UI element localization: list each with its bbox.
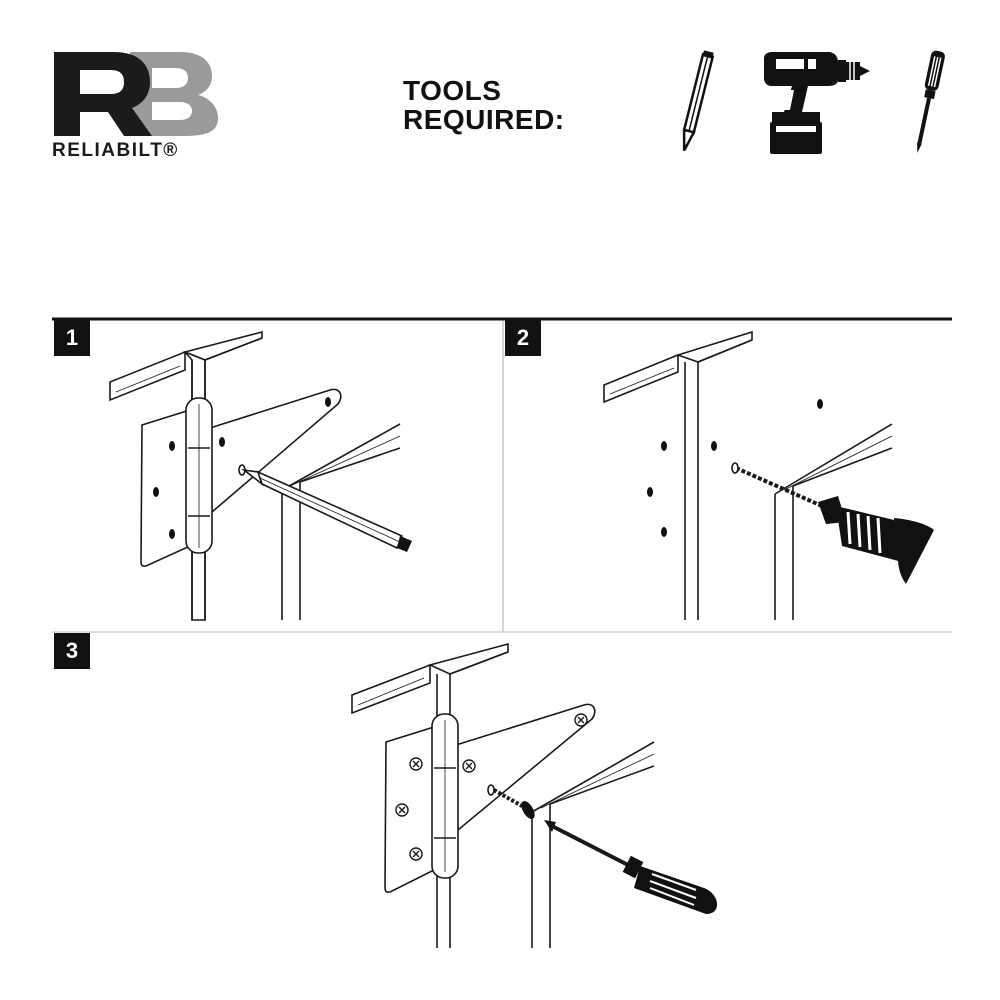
brand-logo: [52, 50, 222, 162]
step1-tee-hinge: [140, 388, 342, 567]
screwdriver-icon: [908, 48, 948, 158]
tools-title-line1: TOOLS: [403, 75, 502, 106]
tools-required-title: TOOLS REQUIRED:: [403, 76, 565, 134]
step3-tee-hinge: [384, 703, 596, 893]
step-badge-1: 1: [54, 320, 90, 356]
step2-gate: [774, 423, 893, 620]
step3-installed-screws: [395, 713, 588, 861]
step2-post: [603, 330, 753, 620]
brand-name: RELIABILT®: [52, 140, 179, 161]
tools-title-line2: REQUIRED:: [403, 104, 565, 135]
step3-screw: [493, 788, 535, 820]
pencil-icon: [676, 48, 716, 158]
step2-pilot-holes: [647, 399, 823, 537]
cordless-drill-icon: [758, 50, 876, 156]
rb-logo-mark: [54, 52, 218, 136]
step1-pencil: [241, 468, 412, 552]
step-badge-2: 2: [505, 320, 541, 356]
step2-drill: [731, 462, 934, 584]
step3-screwdriver: [544, 820, 718, 914]
step1-gate: [281, 423, 401, 620]
step-badge-3: 3: [54, 633, 90, 669]
